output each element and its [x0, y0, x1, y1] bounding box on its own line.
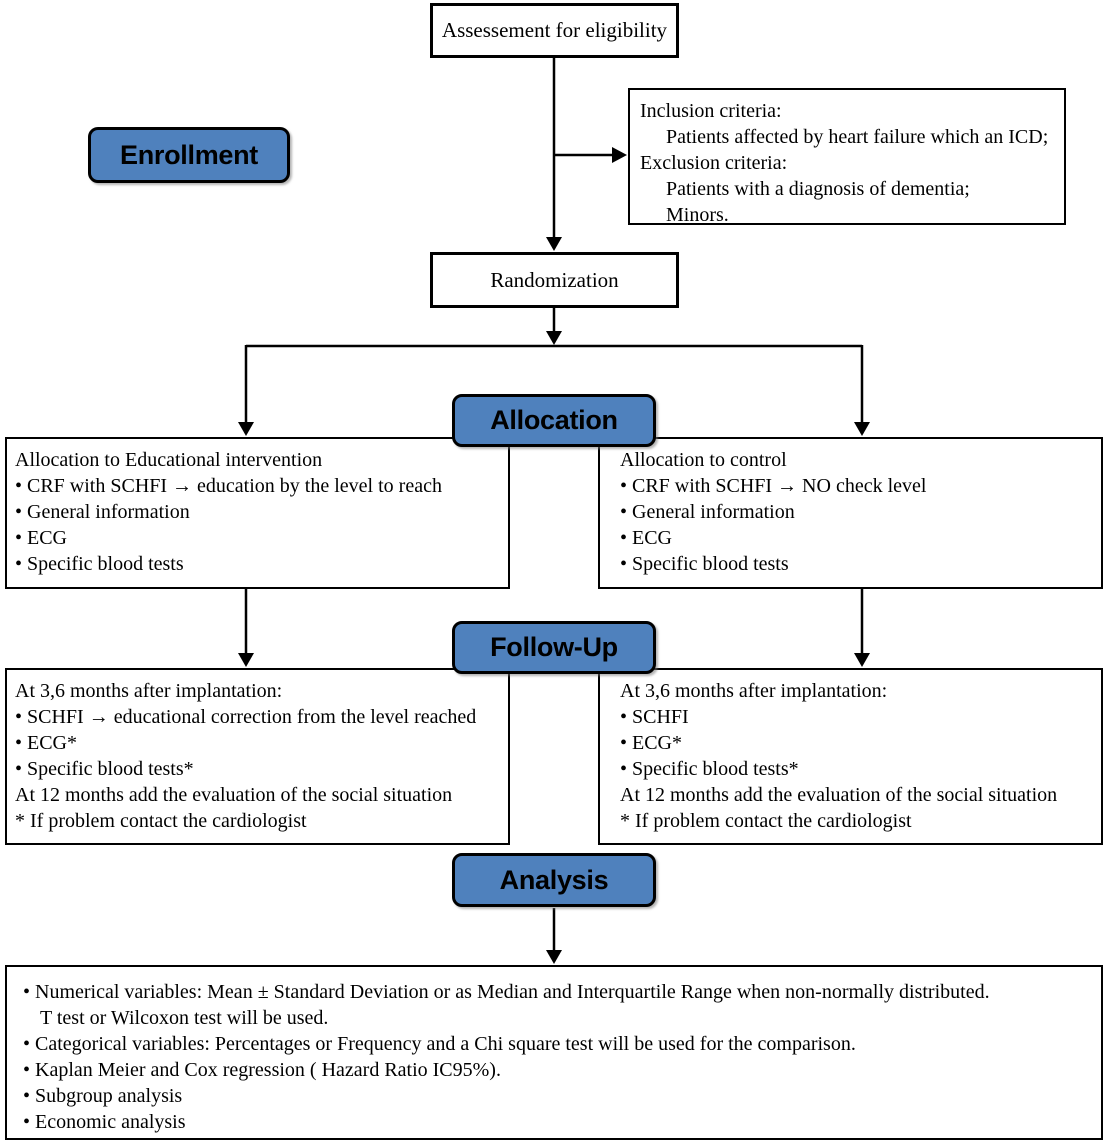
allocation-right-box: Allocation to control • CRF with SCHFI →… [598, 437, 1103, 589]
analysis-plan-text: • Numerical variables: Mean ± Standard D… [7, 967, 1101, 1135]
arrowhead-down-right-alloc [854, 422, 870, 436]
stage-enrollment-label: Enrollment [119, 139, 258, 170]
followup-right-line: At 12 months add the evaluation of the s… [620, 784, 1058, 806]
followup-right-text: At 3,6 months after implantation: • SCHF… [600, 670, 1101, 834]
criteria-line: Minors. [666, 204, 729, 226]
analysis-plan-line: • Numerical variables: Mean ± Standard D… [23, 981, 990, 1003]
allocation-right-line: • Specific blood tests [620, 553, 789, 575]
eligibility-label: Assessement for eligibility [441, 18, 668, 42]
arrowhead-down-left-followup [238, 653, 254, 667]
eligibility-box: Assessement for eligibility [430, 3, 679, 58]
followup-left-line: * If problem contact the cardiologist [15, 810, 307, 832]
criteria-text: Inclusion criteria: Patients affected by… [630, 90, 1064, 228]
criteria-line: Patients with a diagnosis of dementia; [666, 178, 970, 200]
analysis-plan-line: • Categorical variables: Percentages or … [23, 1033, 856, 1055]
followup-right-line: • Specific blood tests* [620, 758, 799, 780]
stage-allocation-label: Allocation [490, 405, 618, 435]
connector-lines [244, 56, 864, 950]
allocation-right-line: • General information [620, 501, 795, 523]
stage-analysis: Analysis [452, 853, 656, 907]
allocation-right-text: Allocation to control • CRF with SCHFI →… [600, 439, 1101, 577]
arrowhead-down-analysis-plan [546, 950, 562, 964]
followup-left-text: At 3,6 months after implantation: • SCHF… [7, 670, 508, 834]
analysis-plan-line: • Subgroup analysis [23, 1085, 183, 1107]
followup-left-line: • SCHFI → educational correction from th… [15, 706, 477, 728]
randomization-label: Randomization [490, 267, 619, 292]
criteria-line: Exclusion criteria: [640, 152, 788, 174]
criteria-line: Patients affected by heart failure which… [666, 126, 1049, 148]
criteria-line: Inclusion criteria: [640, 100, 782, 122]
followup-left-box: At 3,6 months after implantation: • SCHF… [5, 668, 510, 845]
arrowhead-down-randomization [546, 237, 562, 251]
followup-right-line: • ECG* [620, 732, 683, 754]
allocation-left-box: Allocation to Educational intervention •… [5, 437, 510, 589]
stage-followup-label: Follow-Up [490, 632, 618, 662]
allocation-right-line: Allocation to control [620, 449, 787, 471]
criteria-box: Inclusion criteria: Patients affected by… [628, 88, 1066, 228]
followup-right-line: * If problem contact the cardiologist [620, 810, 912, 832]
allocation-right-line: • ECG [620, 527, 673, 549]
analysis-plan-line: • Kaplan Meier and Cox regression ( Haza… [23, 1059, 501, 1081]
allocation-left-line: • ECG [15, 527, 68, 549]
allocation-left-line: • General information [15, 501, 190, 523]
allocation-left-text: Allocation to Educational intervention •… [7, 439, 508, 577]
analysis-plan-box: • Numerical variables: Mean ± Standard D… [5, 965, 1103, 1140]
followup-left-line: At 3,6 months after implantation: [15, 680, 283, 702]
randomization-box: Randomization [430, 252, 679, 308]
arrowhead-down-split [546, 331, 562, 345]
followup-left-line: • ECG* [15, 732, 78, 754]
stage-enrollment: Enrollment [88, 127, 290, 183]
arrowhead-down-right-followup [854, 653, 870, 667]
followup-left-line: • Specific blood tests* [15, 758, 194, 780]
stage-allocation: Allocation [452, 394, 656, 447]
followup-right-line: • SCHFI [620, 706, 689, 728]
allocation-left-line: • Specific blood tests [15, 553, 184, 575]
analysis-plan-line: • Economic analysis [23, 1111, 186, 1133]
followup-right-line: At 3,6 months after implantation: [620, 680, 888, 702]
allocation-left-line: Allocation to Educational intervention [15, 449, 323, 471]
stage-followup: Follow-Up [452, 621, 656, 674]
followup-left-line: At 12 months add the evaluation of the s… [15, 784, 453, 806]
arrowhead-down-left-alloc [238, 422, 254, 436]
arrowhead-right-criteria [612, 147, 627, 163]
analysis-plan-line: T test or Wilcoxon test will be used. [40, 1007, 329, 1029]
allocation-right-line: • CRF with SCHFI → NO check level [620, 475, 927, 497]
followup-right-box: At 3,6 months after implantation: • SCHF… [598, 668, 1103, 845]
allocation-left-line: • CRF with SCHFI → education by the leve… [15, 475, 442, 497]
stage-analysis-label: Analysis [499, 864, 609, 895]
connector-arrowheads [238, 147, 870, 964]
